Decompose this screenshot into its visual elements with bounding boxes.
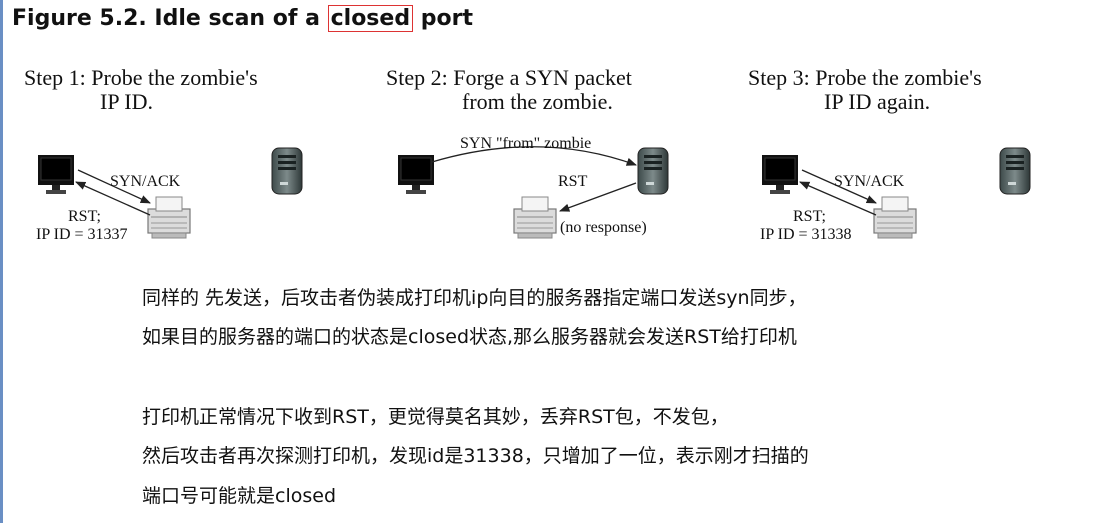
step-3-heading-line-2: IP ID again. [824, 89, 930, 114]
attacker-computer-icon [37, 154, 75, 195]
attacker-computer-icon [397, 154, 435, 195]
note-line-1: 同样的 先发送，后攻击者伪装成打印机ip向目的服务器指定端口发送syn同步， [142, 287, 807, 309]
target-server-icon [271, 147, 303, 195]
zombie-printer-icon [873, 196, 917, 239]
title-prefix: Figure 5.2. Idle scan of a [12, 6, 328, 31]
step-1: Step 1: Probe the zombie's IP ID. SYN/AC… [24, 65, 303, 243]
attacker-computer-icon [761, 154, 799, 195]
ip-id-label: IP ID = 31337 [36, 226, 128, 243]
step-3: Step 3: Probe the zombie's IP ID again. … [748, 65, 1031, 243]
note-line-5: 端口号可能就是closed [142, 485, 336, 507]
note-line-4: 然后攻击者再次探测打印机，发现id是31338，只增加了一位，表示刚才扫描的 [142, 445, 809, 467]
rst-to-zombie-arrow [559, 182, 637, 212]
spoofed-syn-label: SYN "from" zombie [460, 135, 591, 152]
syn-ack-label: SYN/ACK [110, 173, 181, 190]
rst-label: RST; [793, 208, 826, 225]
target-server-icon [637, 147, 669, 195]
window-left-border [0, 0, 3, 523]
spoofed-syn-arrow [431, 146, 637, 166]
syn-ack-arrow [77, 169, 151, 204]
rst-label: RST [558, 173, 588, 190]
title-suffix: port [413, 6, 473, 31]
no-response-label: (no response) [560, 219, 647, 236]
idle-scan-diagram: Step 1: Probe the zombie's IP ID. SYN/AC… [24, 65, 1031, 243]
figure-title: Figure 5.2. Idle scan of a closed port [12, 5, 473, 32]
step-2-heading-line-2: from the zombie. [462, 89, 613, 114]
rst-label: RST; [68, 208, 101, 225]
target-server-icon [999, 147, 1031, 195]
rst-reply-arrow [75, 181, 151, 216]
step-1-heading-line-2: IP ID. [100, 89, 153, 114]
note-line-2: 如果目的服务器的端口的状态是closed状态,那么服务器就会发送RST给打印机 [142, 326, 797, 348]
step-3-heading-line-1: Step 3: Probe the zombie's [748, 65, 982, 90]
syn-ack-arrow [801, 169, 877, 204]
note-line-3: 打印机正常情况下收到RST，更觉得莫名其妙，丢弃RST包，不发包， [142, 406, 729, 428]
ip-id-label: IP ID = 31338 [760, 226, 852, 243]
step-1-heading-line-1: Step 1: Probe the zombie's [24, 65, 258, 90]
step-2-heading-line-1: Step 2: Forge a SYN packet [386, 65, 632, 90]
zombie-printer-icon [513, 196, 557, 239]
syn-ack-label: SYN/ACK [834, 173, 905, 190]
step-2: Step 2: Forge a SYN packet from the zomb… [386, 65, 669, 239]
rst-reply-arrow [799, 181, 877, 216]
title-highlight: closed [327, 5, 414, 32]
zombie-printer-icon [147, 196, 191, 239]
